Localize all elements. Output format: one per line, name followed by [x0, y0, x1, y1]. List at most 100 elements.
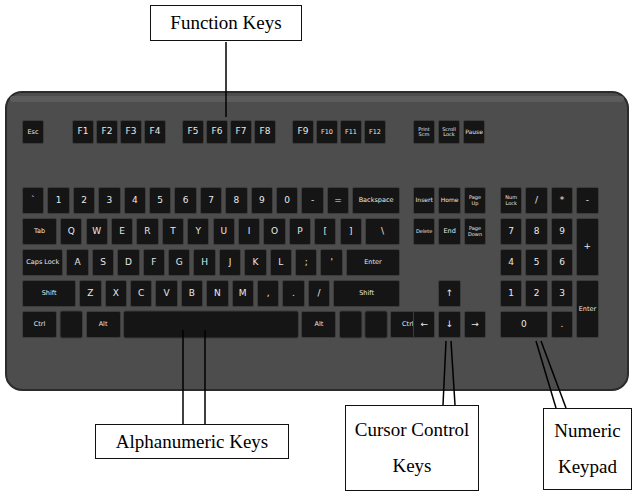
key-cap: F9: [292, 120, 314, 144]
key-legend: R: [144, 227, 150, 236]
key-cap: /: [308, 280, 330, 307]
key-cap: Insert: [413, 187, 435, 214]
callout-label: Function Keys: [170, 11, 281, 35]
leader-line: [182, 330, 184, 424]
key-cap: =: [327, 187, 349, 214]
key-cap: ↑: [438, 280, 460, 307]
key-cap: 5: [149, 187, 171, 214]
key-legend: 4: [132, 196, 138, 205]
key-cap: N: [206, 280, 228, 307]
key-legend: ]: [349, 227, 353, 236]
key-legend: F8: [260, 127, 271, 136]
key-cap: Z: [79, 280, 101, 307]
key-legend: .: [292, 289, 295, 298]
key-cap: 7: [500, 218, 522, 245]
callout-label: Numeric Keypad: [550, 413, 625, 485]
key-cap: Delete: [413, 218, 435, 245]
key-cap: 2: [73, 187, 95, 214]
key-legend: ': [330, 258, 332, 267]
key-cap: S: [92, 249, 114, 276]
key-legend: ↑: [446, 289, 454, 298]
key-legend: U: [220, 227, 227, 236]
blank-keys: [60, 311, 387, 338]
key-legend: F: [151, 258, 156, 267]
key-cap: Page Down: [464, 218, 486, 245]
key-cap: G: [168, 249, 190, 276]
key-legend: ;: [305, 258, 308, 267]
key-cap: O: [263, 218, 285, 245]
key-cap: 8: [225, 187, 247, 214]
key-cap: Pause: [463, 120, 485, 144]
key-cap: F1: [72, 120, 94, 144]
key-legend: \: [381, 227, 384, 236]
key-legend: F2: [102, 127, 113, 136]
key-cap: F12: [364, 120, 386, 144]
key-legend: B: [189, 289, 195, 298]
key-cap: T: [162, 218, 184, 245]
key-cap: 3: [551, 280, 573, 307]
key-cap: 4: [500, 249, 522, 276]
key-cap: `: [22, 187, 44, 214]
key-legend: D: [125, 258, 132, 267]
key-cap: C: [130, 280, 152, 307]
key-legend: 9: [559, 227, 565, 236]
key-cap: 0: [500, 311, 548, 338]
key-legend: O: [271, 227, 278, 236]
key-cap: Ctrl: [22, 311, 57, 338]
key-legend: F5: [188, 127, 199, 136]
keyboard-highlight: [10, 96, 624, 102]
key-legend: →: [471, 320, 479, 329]
key-legend: [: [324, 227, 328, 236]
key-cap: 9: [251, 187, 273, 214]
key-legend: -: [311, 196, 314, 205]
key-cap: ]: [340, 218, 362, 245]
key-legend: J: [229, 258, 232, 267]
key-cap: F: [143, 249, 165, 276]
key-cap: 2: [525, 280, 547, 307]
leader-line: [225, 42, 227, 117]
key-legend: 4: [508, 258, 514, 267]
key-legend: *: [560, 196, 565, 205]
blank-key: [60, 311, 82, 338]
key-legend: Alt: [315, 321, 324, 328]
callout-box: Numeric Keypad: [543, 408, 632, 490]
key-legend: Print Scrn: [414, 127, 434, 138]
key-cap: ': [320, 249, 342, 276]
key-cap: V: [155, 280, 177, 307]
key-legend: 6: [183, 196, 189, 205]
key-cap: 9: [551, 218, 573, 245]
key-legend: Page Down: [465, 226, 485, 237]
key-cap: Home: [438, 187, 460, 214]
key-cap: 0: [276, 187, 298, 214]
key-legend: -: [586, 196, 589, 205]
blank-key: [124, 311, 299, 338]
key-cap: →: [464, 311, 486, 338]
key-cap: -: [301, 187, 323, 214]
key-legend: H: [201, 258, 208, 267]
key-cap: 7: [200, 187, 222, 214]
key-legend: Shift: [359, 290, 374, 297]
key-legend: /: [317, 289, 320, 298]
key-legend: F3: [126, 127, 137, 136]
key-legend: Delete: [416, 229, 432, 234]
key-legend: 1: [508, 289, 514, 298]
key-cap: .: [551, 311, 573, 338]
key-legend: A: [75, 258, 81, 267]
key-cap: Alt: [301, 311, 336, 338]
key-cap: F7: [230, 120, 252, 144]
key-legend: 0: [284, 196, 290, 205]
key-legend: G: [176, 258, 183, 267]
key-legend: I: [248, 227, 251, 236]
key-legend: Num Lock: [501, 195, 521, 206]
key-legend: 2: [81, 196, 87, 205]
key-cap: Enter: [576, 280, 598, 338]
key-cap: F8: [254, 120, 276, 144]
key-legend: Tab: [34, 228, 45, 235]
key-legend: 1: [56, 196, 62, 205]
key-legend: 3: [559, 289, 565, 298]
key-legend: 8: [534, 227, 540, 236]
key-legend: V: [163, 289, 169, 298]
key-legend: F4: [150, 127, 161, 136]
key-legend: =: [334, 196, 342, 205]
key-cap: Tab: [22, 218, 57, 245]
